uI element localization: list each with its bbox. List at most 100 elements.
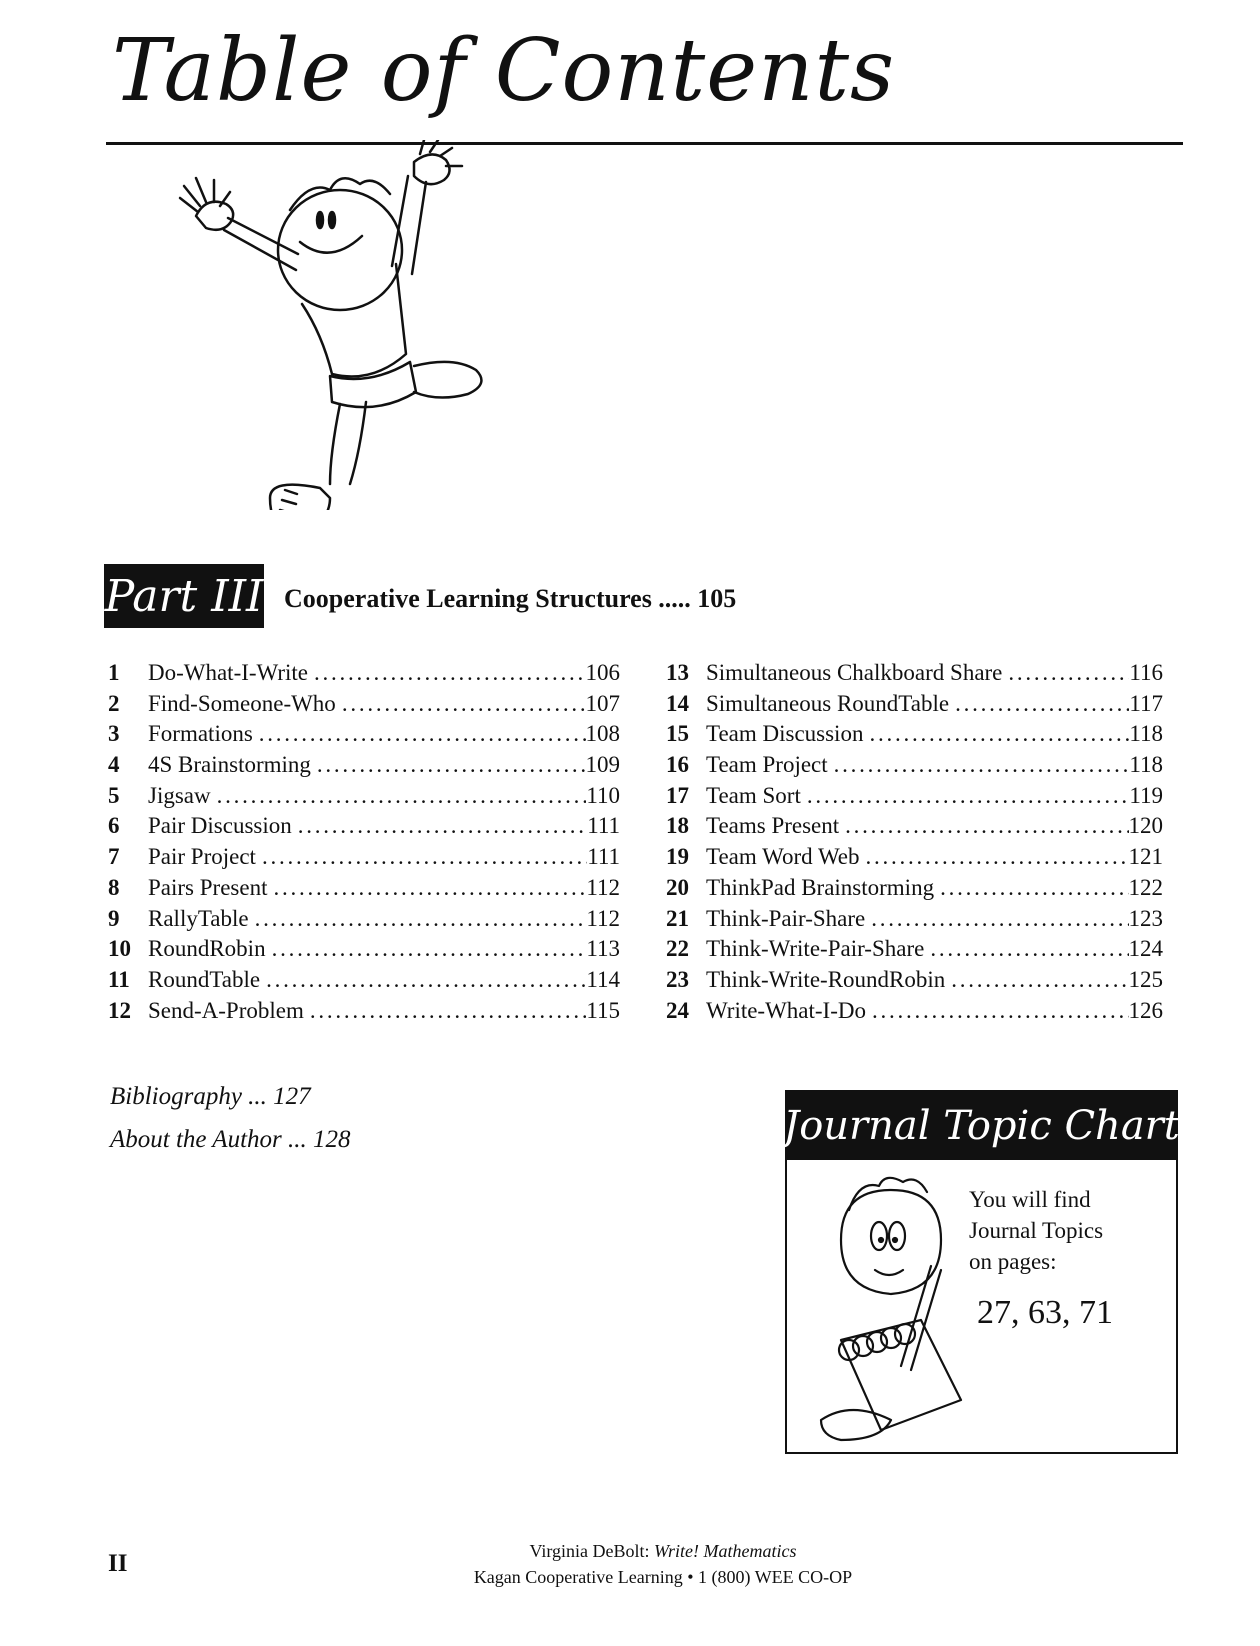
toc-entry-number: 10 (108, 936, 131, 962)
toc-entry-title: Team Word Web (706, 844, 860, 870)
toc-entry: 8 Pairs Present 112 (108, 875, 620, 906)
journal-line-2: Journal Topics (969, 1218, 1104, 1243)
toc-entry-page: 120 (1128, 813, 1164, 839)
title-rule (106, 142, 1183, 145)
toc-entry-page: 113 (586, 936, 620, 962)
toc-entry: 7 Pair Project 111 (108, 844, 620, 875)
toc-entry-title: Simultaneous Chalkboard Share (706, 660, 1003, 685)
toc-dot-leader (807, 783, 1130, 809)
journal-chart-text: You will find Journal Topics on pages: (969, 1184, 1169, 1277)
toc-dot-leader (940, 875, 1128, 901)
toc-entry-title: Pair Project (148, 844, 256, 870)
toc-entry: 3Formations108 (108, 721, 620, 752)
toc-dot-leader (834, 752, 1130, 778)
part-title: Cooperative Learning Structures ..... 10… (284, 584, 737, 613)
toc-dot-leader (314, 660, 586, 686)
toc-entry-title: Think-Write-Pair-Share (706, 936, 925, 962)
toc-entry-page: 111 (587, 844, 620, 870)
toc-entry: 10 RoundRobin 113 (108, 936, 620, 967)
toc-entry-number: 21 (666, 905, 689, 931)
toc-dot-leader (272, 936, 587, 962)
toc-entry-number: 8 (108, 874, 120, 900)
toc-entry-title: 4S Brainstorming (148, 752, 311, 778)
kid-with-notebook-illustration (819, 1176, 963, 1442)
toc-left-column: 1Do-What-I-Write1062Find-Someone-Who1073… (108, 660, 620, 1028)
page-number: II (108, 1550, 128, 1577)
toc-entry-page: 122 (1128, 874, 1164, 900)
toc-entry-page: 123 (1128, 905, 1164, 931)
toc-entry-page: 126 (1128, 997, 1164, 1023)
toc-dot-leader (273, 875, 586, 901)
toc-entry: 16 Team Project 118 (666, 752, 1163, 783)
toc-entry-page: 118 (1129, 752, 1163, 778)
toc-entry-page: 121 (1128, 844, 1164, 870)
toc-entry-page: 112 (586, 874, 620, 900)
toc-dot-leader (342, 691, 586, 717)
toc-entry: 44S Brainstorming109 (108, 752, 620, 783)
toc-entry-number: 6 (108, 813, 120, 839)
toc-entry-title: RallyTable (148, 905, 249, 931)
toc-entry-number: 20 (666, 874, 689, 900)
toc-entry-number: 16 (666, 752, 689, 778)
about-author-entry: About the Author ... 128 (110, 1126, 351, 1153)
toc-entry-number: 12 (108, 997, 131, 1023)
toc-dot-leader (310, 998, 586, 1024)
toc-entry-page: 111 (587, 813, 620, 839)
toc-entry-page: 118 (1129, 721, 1163, 747)
toc-entry-number: 1 (108, 660, 120, 685)
toc-dot-leader (262, 844, 587, 870)
toc-entry-page: 106 (585, 660, 621, 685)
toc-entry-title: Pairs Present (148, 874, 268, 900)
toc-dot-leader (871, 906, 1128, 932)
toc-dot-leader (1008, 660, 1129, 686)
bibliography-entry: Bibliography ... 127 (110, 1083, 311, 1110)
toc-dot-leader (872, 998, 1129, 1024)
toc-entry-page: 115 (586, 997, 620, 1023)
toc-entry-title: Find-Someone-Who (148, 690, 336, 716)
toc-dot-leader (866, 844, 1129, 870)
toc-entry: 20 ThinkPad Brainstorming 122 (666, 875, 1163, 906)
toc-entry: 12 Send-A-Problem 115 (108, 998, 620, 1029)
footer-publisher: Kagan Cooperative Learning • 1 (800) WEE… (473, 1567, 853, 1587)
toc-entry-title: Team Project (706, 752, 828, 778)
toc-entry-title: RoundRobin (148, 936, 266, 962)
toc-entry-number: 7 (108, 844, 120, 870)
toc-entry-number: 15 (666, 721, 689, 747)
toc-entry-number: 4 (108, 752, 120, 778)
footer-line-1: Virginia DeBolt: Write! Mathematics (330, 1538, 996, 1564)
journal-pages: 27, 63, 71 (977, 1294, 1113, 1331)
toc-entry-title: Formations (148, 721, 253, 747)
toc-dot-leader (217, 783, 587, 809)
toc-dot-leader (951, 967, 1128, 993)
toc-entry-title: Simultaneous RoundTable (706, 690, 950, 716)
toc-entry-page: 116 (1129, 660, 1163, 685)
toc-entry-title: Send-A-Problem (148, 997, 304, 1023)
footer-book: Write! Mathematics (654, 1541, 797, 1561)
toc-entry-page: 108 (585, 721, 621, 747)
journal-line-1: You will find (969, 1187, 1091, 1212)
journal-topic-chart: Journal Topic Chart You will find Journa… (783, 1090, 1180, 1454)
toc-dot-leader (259, 721, 586, 747)
footer-author: Virginia DeBolt: (529, 1541, 650, 1561)
toc-entry-page: 124 (1128, 936, 1164, 962)
toc-entry-page: 119 (1129, 782, 1163, 808)
jumping-kid-illustration (178, 140, 483, 510)
toc-dot-leader (317, 752, 586, 778)
journal-chart-header: Journal Topic Chart (783, 1092, 1180, 1160)
toc-dot-leader (255, 906, 587, 932)
toc-entry-number: 9 (108, 905, 120, 931)
toc-entry-title: Jigsaw (148, 782, 211, 808)
toc-entry: 1 Do-What-I-Write 106 (108, 660, 620, 691)
toc-entry-title: Team Sort (706, 782, 801, 808)
toc-entry-title: ThinkPad Brainstorming (706, 874, 935, 900)
toc-entry-title: Do-What-I-Write (148, 660, 308, 685)
